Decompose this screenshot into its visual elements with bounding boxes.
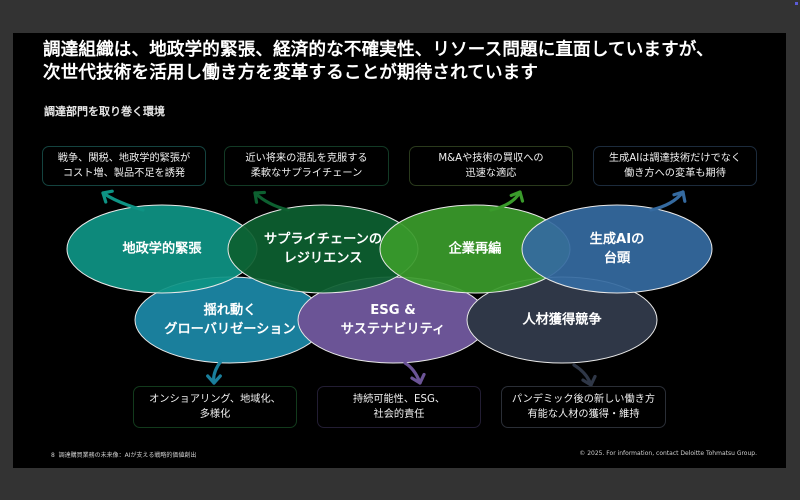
viewer-indicator [795,2,798,5]
bottom-box-esg: 持続可能性、ESG、 社会的責任 [317,386,481,428]
arrow-head [206,374,222,385]
top-box-geopolitics: 戦争、関税、地政学的緊張が コスト増、製品不足を誘発 [42,146,206,186]
ellipse-label-restructuring: 企業再編 [449,240,502,259]
arrow-esg-icon [403,361,426,385]
top-box-line: 近い将来の混乱を克服する [245,153,368,164]
bottom-box-line: 持続可能性、ESG、 [352,394,446,405]
top-box-line: 迅速な適応 [465,168,517,179]
copyright: © 2025. For information, contact Deloitt… [579,450,757,457]
bottom-box-globalization: オンショアリング、地域化、 多様化 [133,386,297,428]
ellipse-label-supply-chain: サプライチェーンの レジリエンス [264,230,382,268]
bottom-box-line: パンデミック後の新しい働き方 [511,394,656,405]
bottom-box-talent: パンデミック後の新しい働き方 有能な人材の獲得・維持 [501,386,666,428]
ellipse-label-line: ESG & [370,303,416,318]
ellipse-label-globalization: 揺れ動く グローバリゼーション [164,301,295,339]
venn-diagram [66,189,713,387]
arrow-talent-icon [572,363,597,387]
arrow-head [581,374,597,387]
arrow-shaft [101,191,145,212]
page-number: 8 [51,452,55,459]
bottom-box-line: オンショアリング、地域化、 [149,394,281,405]
ellipse-label-line: サステナビリティ [340,322,446,337]
ellipse-label-line: レジリエンス [283,251,363,266]
section-subtitle: 調達部門を取り巻く環境 [44,105,165,118]
ellipse-label-geopolitics: 地政学的緊張 [122,240,201,259]
arrow-head [672,190,687,203]
top-box-restructuring: M&Aや技術の買収への 迅速な適応 [409,146,573,186]
top-box-line: 戦争、関税、地政学的緊張が [57,153,191,164]
ellipse-label-line: 台頭 [603,251,631,266]
ellipse-label-line: 人材獲得競争 [522,312,602,328]
arrow-restructuring-icon [489,190,525,212]
ellipse-label-esg: ESG & サステナビリティ [341,301,445,339]
arrow-globalization-icon [206,359,223,385]
top-box-line: コスト増、製品不足を誘発 [62,168,186,179]
slide: 調達組織は、地政学的緊張、経済的な不確実性、リソース問題に直面していますが、 次… [13,33,786,468]
arrow-head [101,189,114,204]
ellipse-label-line: グローバリゼーション [164,322,296,337]
top-box-line: 働き方への変革も期待 [624,168,726,179]
footer-left: 8 調達購買業務の未来像：AIが支える戦略的価値創出 [51,450,196,459]
document-title: 調達購買業務の未来像：AIが支える戦略的価値創出 [58,452,197,459]
ellipse-label-line: 地政学的緊張 [122,241,202,257]
slide-title: 調達組織は、地政学的緊張、経済的な不確実性、リソース問題に直面していますが、 次… [43,39,714,85]
bottom-box-line: 社会的責任 [373,409,425,420]
ellipse-label-line: サプライチェーンの [263,232,383,247]
top-box-line: M&Aや技術の買収への [438,153,544,164]
arrow-head [253,190,267,204]
title-line-1: 調達組織は、地政学的緊張、経済的な不確実性、リソース問題に直面していますが、 [43,40,714,60]
top-box-line: 柔軟なサプライチェーン [250,168,363,179]
arrow-geopolitics-icon [101,189,145,212]
bottom-box-line: 有能な人材の獲得・維持 [527,409,640,420]
arrow-head [509,190,525,203]
ellipse-label-line: 生成AIの [589,232,645,247]
top-box-line: 生成AIは調達技術だけでなく [608,153,742,164]
ellipse-label-line: 企業再編 [448,241,502,257]
bottom-box-line: 多様化 [199,409,231,420]
title-line-2: 次世代技術を活用し働き方を変革することが期待されています [43,63,539,83]
top-box-supply-chain: 近い将来の混乱を克服する 柔軟なサプライチェーン [224,146,389,186]
ellipse-label-talent: 人材獲得競争 [522,311,601,330]
arrow-generative-ai-icon [649,190,687,212]
arrow-head [410,372,426,385]
arrow-shaft [253,191,290,212]
ellipse-label-generative-ai: 生成AIの 台頭 [590,230,645,268]
ellipse-label-line: 揺れ動く [203,303,257,318]
top-box-generative-ai: 生成AIは調達技術だけでなく 働き方への変革も期待 [593,146,757,186]
ellipse-generative-ai [521,204,713,294]
arrow-supply-chain-icon [253,190,290,212]
